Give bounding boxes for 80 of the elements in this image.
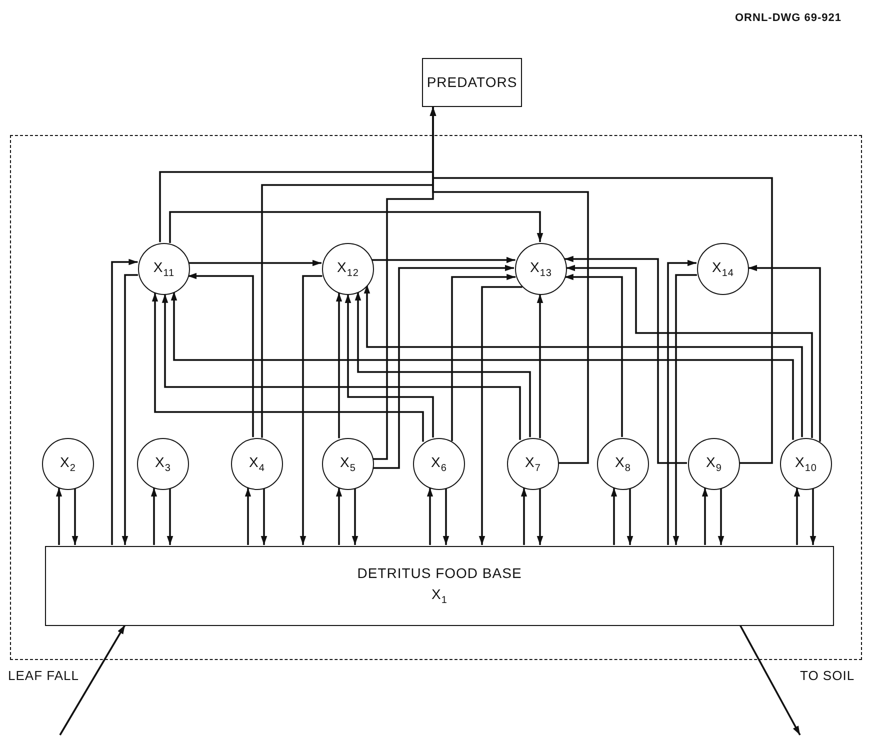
flow-arrow bbox=[352, 488, 358, 545]
node-label: X$_{7}$ bbox=[525, 454, 541, 474]
flow-arrow bbox=[536, 294, 544, 438]
flow-arrow bbox=[566, 264, 813, 438]
process-box bbox=[45, 546, 834, 626]
flow-arrow bbox=[672, 274, 697, 545]
node-label: DETRITUS FOOD BASE bbox=[357, 565, 522, 582]
flow-arrow bbox=[244, 488, 252, 545]
compartment-circle bbox=[137, 438, 189, 490]
flow-arrow bbox=[364, 284, 803, 438]
node-label: X$_{9}$ bbox=[706, 454, 722, 474]
node-label: PREDATORS bbox=[426, 74, 518, 91]
flow-arrow bbox=[188, 272, 254, 438]
flow-arrow bbox=[122, 274, 138, 545]
flow-arrow bbox=[564, 274, 623, 437]
flow-arrow bbox=[426, 488, 434, 545]
node-label: X$_{6}$ bbox=[431, 454, 447, 474]
compartment-circle bbox=[507, 438, 559, 490]
flow-arrow bbox=[702, 488, 708, 545]
compartment-circle bbox=[697, 243, 749, 295]
node-label: X$_{12}$ bbox=[337, 258, 359, 280]
compartment-circle bbox=[515, 243, 567, 295]
flow-arrow bbox=[354, 292, 531, 438]
system-boundary bbox=[10, 135, 862, 660]
node-label: X$_{2}$ bbox=[60, 454, 76, 474]
flow-arrow bbox=[170, 292, 794, 440]
flow-arrow bbox=[59, 624, 126, 736]
flow-arrow bbox=[56, 488, 62, 545]
flow-arrow bbox=[810, 488, 816, 545]
compartment-circle bbox=[231, 438, 283, 490]
flow-arrow bbox=[150, 488, 158, 545]
flow-arrow bbox=[162, 294, 521, 440]
compartment-circle bbox=[413, 438, 465, 490]
flow-arrow bbox=[344, 294, 434, 438]
process-box bbox=[422, 58, 522, 107]
flow-arrow bbox=[718, 488, 724, 545]
node-label: X$_{14}$ bbox=[712, 258, 734, 280]
compartment-circle bbox=[688, 438, 740, 490]
node-label: X$_{10}$ bbox=[795, 454, 817, 474]
compartment-circle bbox=[42, 438, 94, 490]
flow-arrow bbox=[111, 258, 138, 545]
flow-arrow bbox=[442, 488, 450, 545]
flow-arrow bbox=[430, 107, 773, 464]
node-label: X$_{1}$ bbox=[432, 586, 448, 607]
flow-arrow bbox=[166, 488, 174, 545]
flow-arrow bbox=[748, 264, 821, 442]
node-label: X$_{4}$ bbox=[249, 454, 265, 474]
flow-arrow bbox=[739, 624, 801, 736]
flow-arrow bbox=[626, 488, 634, 545]
flow-arrow bbox=[72, 488, 78, 545]
flow-arrow bbox=[478, 286, 522, 545]
flow-arrow bbox=[188, 260, 322, 266]
flow-label: LEAF FALL bbox=[8, 668, 79, 683]
flow-arrow bbox=[300, 275, 322, 545]
node-label: X$_{3}$ bbox=[155, 454, 171, 474]
flow-arrow bbox=[169, 211, 544, 243]
node-label: X$_{11}$ bbox=[153, 258, 175, 280]
flow-arrow bbox=[667, 260, 696, 545]
node-label: X$_{13}$ bbox=[530, 258, 552, 280]
drawing-number: ORNL-DWG 69-921 bbox=[735, 12, 842, 24]
flow-label: TO SOIL bbox=[800, 668, 855, 683]
flow-arrow bbox=[536, 488, 544, 545]
flow-arrow bbox=[520, 488, 528, 545]
flow-arrow bbox=[336, 488, 342, 545]
flow-arrow bbox=[152, 292, 424, 442]
flow-arrow bbox=[336, 292, 342, 438]
flow-arrow bbox=[610, 488, 618, 545]
flow-arrow bbox=[564, 256, 687, 464]
flow-arrow bbox=[451, 274, 516, 442]
compartment-circle bbox=[322, 243, 374, 295]
flow-arrow bbox=[372, 256, 516, 264]
compartment-circle bbox=[322, 438, 374, 490]
node-label: X$_{8}$ bbox=[615, 454, 631, 474]
compartment-circle bbox=[597, 438, 649, 490]
flow-arrow bbox=[260, 488, 268, 545]
flow-arrow bbox=[794, 488, 800, 545]
compartment-circle bbox=[780, 438, 832, 490]
node-label: X$_{5}$ bbox=[340, 454, 356, 474]
flow-arrow bbox=[372, 264, 514, 469]
compartment-circle bbox=[138, 243, 190, 295]
